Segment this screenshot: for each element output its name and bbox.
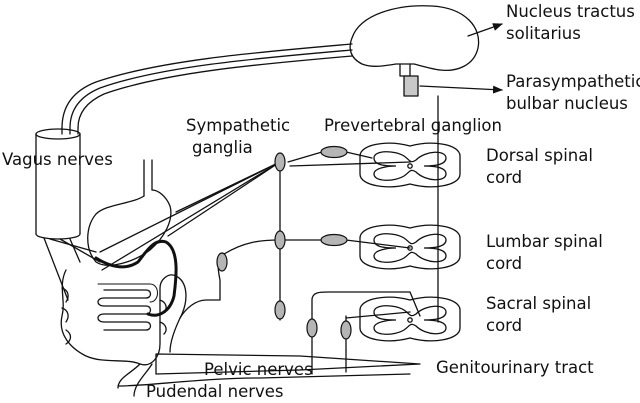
label-vagus-nerves: Vagus nerves: [2, 150, 113, 169]
vagus-line-1: [61, 43, 353, 129]
label-pudendal-nerves: Pudendal nerves: [146, 382, 284, 401]
label-parasympathetic-line1: Parasympathetic: [506, 72, 640, 91]
label-prevertebral-ganglion: Prevertebral ganglion: [324, 116, 502, 135]
vagus-line-2: [69, 49, 353, 129]
sacral-ganglion-a: [306, 318, 318, 338]
label-sacral-line1: Sacral spinal: [486, 294, 592, 313]
stomach: [87, 189, 172, 266]
brain-hemisphere: [349, 5, 480, 72]
sympathetic-ganglion-middle: [274, 230, 286, 250]
label-lumbar-line2: cord: [486, 254, 523, 273]
vagus-cylinder-body: [35, 133, 81, 235]
label-nucleus-tractus-line2: solitarius: [506, 24, 581, 43]
prevertebral-ganglion-lower: [320, 233, 348, 247]
label-nucleus-tractus-line1: Nucleus tractus: [506, 2, 635, 21]
label-pelvic-nerves: Pelvic nerves: [204, 360, 313, 379]
sympathetic-ganglion-lower: [274, 300, 286, 320]
sacral-ganglion-b: [340, 320, 352, 340]
label-genitourinary-tract: Genitourinary tract: [436, 358, 594, 377]
sacral-cord-section: [359, 296, 461, 342]
small-bowel-loops: [97, 289, 152, 331]
label-sacral-line2: cord: [486, 316, 523, 335]
sympathetic-ganglion-upper: [274, 152, 286, 172]
dorsal-cord-section: [359, 142, 461, 188]
vagus-line-3: [77, 55, 353, 129]
pelvic-nerve-bundle: [155, 353, 421, 375]
label-lumbar-line1: Lumbar spinal: [486, 232, 603, 251]
duodenum: [94, 239, 178, 317]
arrow-to-parasympathetic-nucleus: [419, 85, 503, 94]
brainstem: [399, 63, 411, 77]
vagus-cylinder-top: [35, 128, 81, 140]
pudendal-nerve: [117, 373, 411, 387]
label-dorsal-line1: Dorsal spinal: [486, 146, 593, 165]
label-sympathetic-line1: Sympathetic: [186, 116, 291, 135]
colon-haustra: [61, 287, 167, 345]
label-sympathetic-line2: ganglia: [192, 138, 253, 157]
lumbar-cord-section: [359, 224, 461, 270]
vagus-cylinder-bottom: [35, 233, 81, 240]
brainstem-body: [403, 75, 419, 97]
spinal-cord-sections: [359, 142, 461, 342]
oesophagus: [143, 159, 153, 197]
label-dorsal-line2: cord: [486, 168, 523, 187]
label-parasympathetic-line2: bulbar nucleus: [506, 94, 628, 113]
prevertebral-ganglion-upper: [320, 145, 348, 159]
arrow-to-nucleus-tractus: [467, 23, 503, 37]
lumbar-side-ganglion: [216, 252, 228, 272]
